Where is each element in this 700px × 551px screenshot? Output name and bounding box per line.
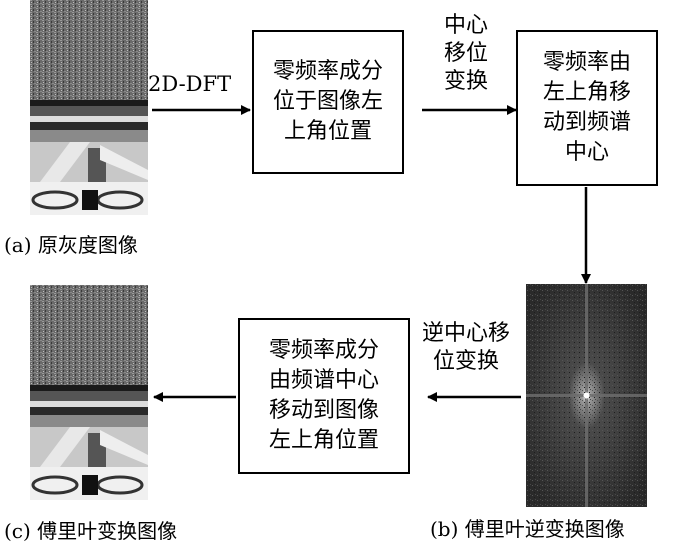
original-grayscale-image — [30, 0, 148, 215]
zero-frequency-back-top-left-box: 零频率成分 由频谱中心 移动到图像 左上角位置 — [238, 318, 410, 474]
fourier-transform-result-image — [30, 285, 148, 500]
box1-text: 零频率成分 位于图像左 上角位置 — [272, 59, 383, 144]
caption-inverse-transform-image: (b) 傅里叶逆变换图像 — [430, 517, 625, 541]
edge-label-center-shift: 中心 移位 变换 — [443, 13, 488, 94]
zero-frequency-to-center-box: 零频率由 左上角移 动到频谱 中心 — [516, 30, 658, 186]
edge-label-2d-dft: 2D-DFT — [148, 72, 232, 96]
edge-label-inverse-center-shift: 逆中心移 位变换 — [421, 321, 510, 374]
box3-text: 零频率成分 由频谱中心 移动到图像 左上角位置 — [268, 338, 379, 453]
frequency-spectrum-image — [526, 284, 647, 507]
zero-frequency-top-left-box: 零频率成分 位于图像左 上角位置 — [252, 30, 404, 174]
caption-transform-image: (c) 傅里叶变换图像 — [4, 519, 178, 543]
box2-text: 零频率由 左上角移 动到频谱 中心 — [542, 50, 631, 165]
caption-original-image: (a) 原灰度图像 — [4, 233, 138, 257]
